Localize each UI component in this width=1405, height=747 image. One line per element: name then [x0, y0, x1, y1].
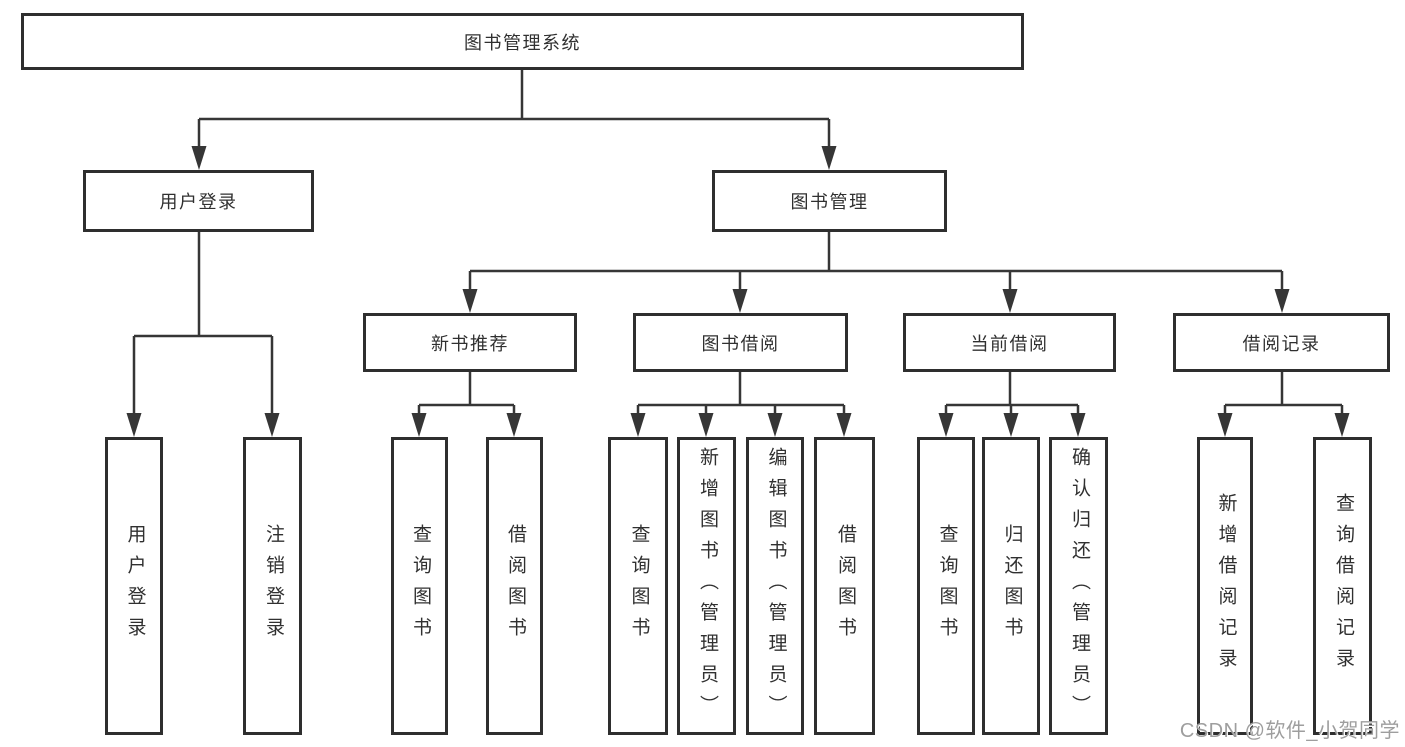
node-label: 查询图书: [936, 524, 958, 648]
arrow-down-icon: [1002, 289, 1018, 313]
arrow-down-icon: [1334, 413, 1350, 437]
node-root: 图书管理系统: [21, 13, 1024, 70]
node-book-borrow: 图书借阅: [633, 313, 848, 372]
node-label: 当前借阅: [970, 333, 1049, 354]
arrow-down-icon: [821, 146, 837, 170]
leaf-confirm-return-admin: 确认归还（管理员）: [1049, 437, 1108, 735]
node-label: 用户登录: [159, 192, 238, 212]
arrow-down-icon: [411, 413, 427, 437]
arrow-down-icon: [698, 413, 714, 437]
node-borrow-records: 借阅记录: [1173, 313, 1390, 372]
leaf-query-books: 查询图书: [608, 437, 668, 735]
arrow-down-icon: [732, 289, 748, 313]
node-new-book-recommend: 新书推荐: [363, 313, 577, 372]
connector-lines: [132, 70, 1344, 426]
node-current-borrow: 当前借阅: [903, 313, 1116, 372]
node-label: 图书管理系统: [464, 32, 581, 53]
leaf-query-books: 查询图书: [391, 437, 448, 735]
node-label: 查询图书: [409, 524, 431, 648]
node-label: 新增借阅记录: [1215, 493, 1237, 679]
arrow-down-icon: [462, 289, 478, 313]
node-label: 新增图书（管理员）: [696, 446, 718, 726]
leaf-borrow-books: 借阅图书: [814, 437, 875, 735]
leaf-return-books: 归还图书: [982, 437, 1040, 735]
node-label: 图书借阅: [701, 333, 780, 354]
leaf-add-borrow-record: 新增借阅记录: [1197, 437, 1253, 735]
node-label: 图书管理: [790, 192, 869, 212]
leaf-user-login: 用户登录: [105, 437, 163, 735]
arrowheads: [126, 146, 1350, 437]
node-label: 编辑图书（管理员）: [765, 446, 787, 726]
node-label: 新书推荐: [431, 333, 509, 354]
arrow-down-icon: [938, 413, 954, 437]
leaf-query-borrow-record: 查询借阅记录: [1313, 437, 1372, 735]
node-label: 归还图书: [1001, 524, 1023, 648]
arrow-down-icon: [1217, 413, 1233, 437]
node-book-management: 图书管理: [712, 170, 947, 232]
node-label: 查询图书: [628, 524, 650, 648]
leaf-query-books: 查询图书: [917, 437, 975, 735]
arrow-down-icon: [126, 413, 142, 437]
arrow-down-icon: [1070, 413, 1086, 437]
node-user-login: 用户登录: [83, 170, 314, 232]
arrow-down-icon: [630, 413, 646, 437]
node-label: 借阅图书: [834, 524, 856, 648]
node-label: 确认归还（管理员）: [1068, 446, 1090, 726]
arrow-down-icon: [767, 413, 783, 437]
arrow-down-icon: [191, 146, 207, 170]
node-label: 注销登录: [262, 524, 284, 648]
arrow-down-icon: [836, 413, 852, 437]
leaf-logout: 注销登录: [243, 437, 302, 735]
arrow-down-icon: [1274, 289, 1290, 313]
leaf-edit-book-admin: 编辑图书（管理员）: [746, 437, 804, 735]
node-label: 借阅记录: [1242, 333, 1321, 354]
node-label: 借阅图书: [504, 524, 526, 648]
csdn-watermark: CSDN @软件_小贺同学: [1179, 720, 1400, 742]
node-label: 用户登录: [124, 524, 146, 648]
arrow-down-icon: [1003, 413, 1019, 437]
leaf-add-book-admin: 新增图书（管理员）: [677, 437, 736, 735]
leaf-borrow-books: 借阅图书: [486, 437, 543, 735]
arrow-down-icon: [264, 413, 280, 437]
node-label: 查询借阅记录: [1332, 493, 1354, 679]
arrow-down-icon: [506, 413, 522, 437]
